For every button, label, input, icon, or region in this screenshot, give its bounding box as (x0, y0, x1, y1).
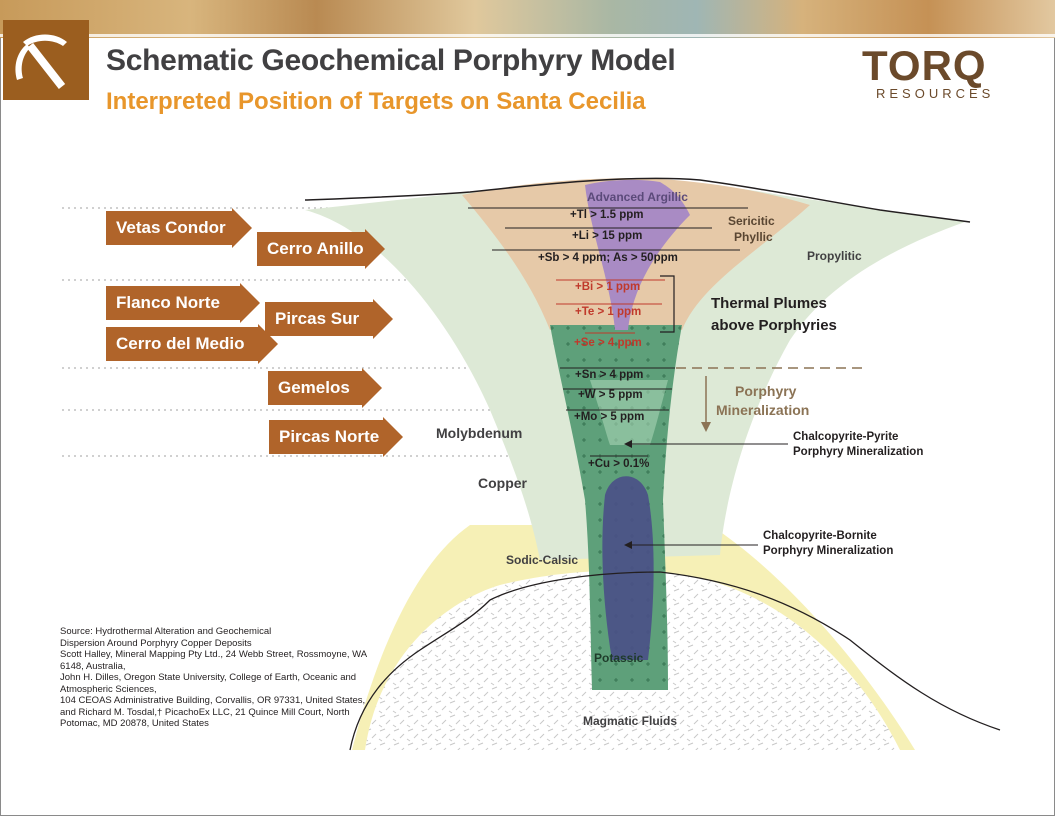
arrow-tip (365, 229, 385, 269)
cp-py-pointer (624, 440, 788, 448)
threshold-se: +Se > 4 ppm (574, 337, 642, 349)
source-line: and Richard M. Tosdal,† PicachoEx LLC, 2… (60, 706, 350, 718)
brand-logo: TORQ RESOURCES (862, 42, 1012, 102)
target-label: Gemelos (268, 371, 362, 405)
porphyry-min-arrow (701, 376, 711, 432)
source-line: Potomac, MD 20878, United States (60, 718, 209, 729)
source-line: 6148, Australia, (60, 660, 126, 672)
pickaxe-logo (3, 20, 89, 100)
threshold-sb-as: +Sb > 4 ppm; As > 50ppm (538, 252, 678, 264)
zone-label-phyllic: Phyllic (734, 230, 773, 244)
cp-bn-line2: Porphyry Mineralization (763, 545, 894, 557)
pickaxe-icon (15, 34, 67, 89)
page-title: Schematic Geochemical Porphyry Model (106, 44, 676, 77)
threshold-w: +W > 5 ppm (578, 389, 643, 401)
thermal-range-bars (556, 279, 665, 334)
arrow-tip (383, 417, 403, 457)
zone-label-magmatic-fluids: Magmatic Fluids (583, 714, 678, 728)
source-line: Source: Hydrothermal Alteration and Geoc… (60, 626, 272, 637)
source-line: Dispersion Around Porphyry Copper Deposi… (60, 637, 252, 649)
target-label: Vetas Condor (106, 211, 232, 245)
zone-label-molybdenum: Molybdenum (436, 425, 523, 441)
zone-label-potassic: Potassic (594, 651, 644, 665)
cp-bn-line1: Chalcopyrite-Bornite (763, 530, 877, 542)
threshold-mo: +Mo > 5 ppm (574, 411, 645, 423)
cp-py-line1: Chalcopyrite-Pyrite (793, 431, 899, 443)
target-label: Cerro del Medio (106, 327, 258, 361)
arrow-tip (258, 324, 278, 364)
zone-label-copper: Copper (478, 475, 527, 491)
target-label: Flanco Norte (106, 286, 240, 320)
target-label: Cerro Anillo (257, 232, 365, 266)
threshold-te: +Te > 1 ppm (575, 306, 642, 318)
cp-bn-pointer (624, 541, 758, 549)
thermal-bracket (660, 275, 675, 333)
arrow-tip (373, 299, 393, 339)
target-label: Pircas Norte (269, 420, 383, 454)
porphyry-min-line1: Porphyry (735, 383, 797, 399)
zone-label-sericitic: Sericitic (728, 214, 775, 228)
header-banner (0, 0, 1055, 38)
bornite-core (602, 476, 654, 660)
arrow-tip (232, 208, 252, 248)
zone-label-sodic-calsic: Sodic-Calsic (506, 553, 579, 567)
ground-surface (304, 177, 971, 223)
intrusion-outline (349, 571, 1001, 751)
thermal-plumes-line1: Thermal Plumes (711, 295, 827, 312)
molybdenum-shell (590, 380, 668, 445)
brand-subtitle: RESOURCES (876, 86, 995, 101)
source-citation: Source: Hydrothermal Alteration and Geoc… (60, 626, 380, 730)
zone-label-propylitic: Propylitic (807, 249, 862, 263)
arrow-tip (362, 368, 382, 408)
arrow-tip (240, 283, 260, 323)
threshold-li: +Li > 15 ppm (572, 230, 643, 242)
target-label: Pircas Sur (265, 302, 373, 336)
zone-label-advanced-argillic: Advanced Argillic (587, 190, 688, 204)
cp-py-line2: Porphyry Mineralization (793, 446, 924, 458)
porphyry-min-line2: Mineralization (716, 402, 810, 418)
source-line: Atmospheric Sciences, (60, 683, 157, 695)
source-line: John H. Dilles, Oregon State University,… (60, 672, 357, 683)
threshold-bi: +Bi > 1 ppm (575, 281, 641, 293)
banner-divider (0, 34, 1055, 37)
threshold-cu: +Cu > 0.1% (588, 458, 650, 470)
source-line: 104 CEOAS Administrative Building, Corva… (60, 695, 366, 706)
advanced-argillic-zone (585, 179, 690, 330)
brand-wordmark: TORQ (862, 42, 987, 89)
threshold-sn: +Sn > 4 ppm (575, 369, 644, 381)
page-subtitle: Interpreted Position of Targets on Santa… (106, 88, 646, 115)
element-range-bars (468, 207, 748, 457)
thermal-plumes-line2: above Porphyries (711, 317, 837, 334)
source-line: Scott Halley, Mineral Mapping Pty Ltd., … (60, 649, 368, 660)
threshold-tl: +Tl > 1.5 ppm (570, 209, 644, 221)
